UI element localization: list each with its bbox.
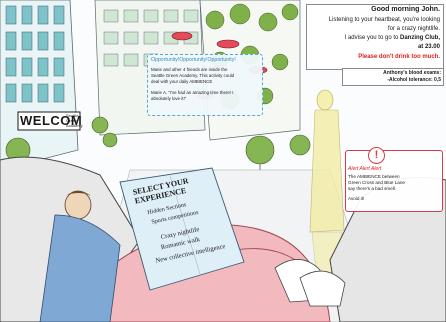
- blood-exams-line2: -Alcohol tolerance: 0,5: [387, 77, 441, 83]
- feet: [274, 259, 346, 307]
- street-trees: [5, 116, 311, 165]
- greeting-bubble: [306, 4, 444, 70]
- opportunity-body2: Seattle Green Academy. This activity cou…: [151, 73, 235, 78]
- greeting-warning: Please don't drink too much.: [358, 54, 440, 60]
- alert-card[interactable]: [345, 150, 443, 212]
- exclamation-icon: !: [368, 147, 385, 164]
- opportunity-body1: Marie and other 4 friends are inside the: [151, 67, 228, 72]
- alert-body1: The AMBIENCE between: [348, 174, 400, 179]
- shop-sign-sub3: Academy: [66, 123, 83, 128]
- greeting-line1: Listening to your heartbeat, you're look…: [328, 17, 440, 23]
- greeting-place: Danzing Club,: [400, 35, 440, 41]
- newspaper: [119, 167, 245, 291]
- greeting-advice: I advise you to go to: [344, 35, 400, 41]
- opportunity-card[interactable]: [147, 54, 263, 116]
- greeting-time: at 23.00: [417, 44, 440, 50]
- blood-exams-box: [342, 68, 444, 86]
- opportunity-quote1: Marie A. "I've had an amazing time there…: [151, 90, 234, 95]
- shop-sign-word: WELCOM: [20, 113, 83, 128]
- opportunity-title: Opportunity!Opportunity!Opportunity!: [151, 57, 236, 63]
- alert-body4: Avoid it!: [348, 196, 365, 201]
- greeting-line3: I advise you to go to Danzing Club,: [345, 35, 440, 41]
- shop-sign-sub2: Green: [66, 118, 78, 123]
- alert-body3: say there's a bad smell.: [348, 186, 397, 191]
- alert-title: Alert Alert Alert: [348, 166, 382, 172]
- man-reading: [39, 190, 121, 322]
- blood-exams-line1: Anthony's blood exams:: [383, 70, 441, 76]
- opportunity-body3: deal with your daily AMBIENCE: [151, 79, 213, 84]
- shop-sign-sub1: Seattle: [66, 113, 79, 118]
- greeting-title: Good morning John.: [371, 6, 440, 13]
- greeting-line2: for a crazy nightlife.: [387, 26, 440, 32]
- opportunity-quote2: absolutely love it!": [151, 96, 187, 101]
- alert-body2: Green Cross and Blue Lane: [348, 180, 405, 185]
